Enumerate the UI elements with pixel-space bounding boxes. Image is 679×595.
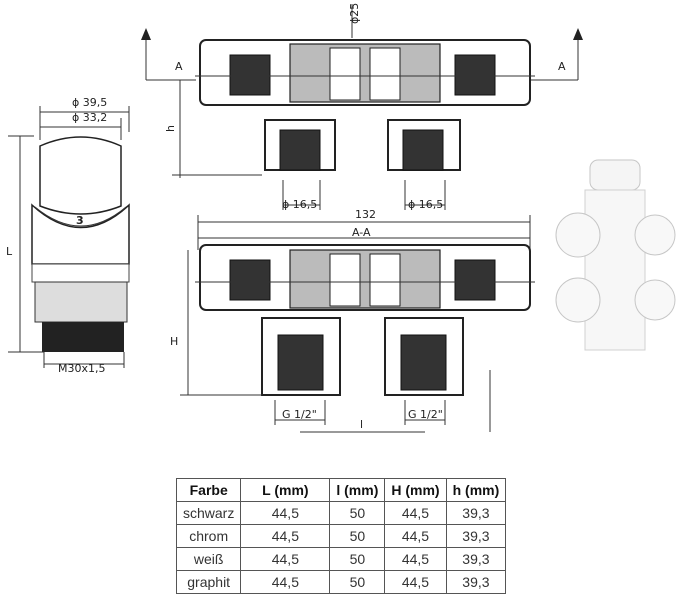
- head-length-label: L: [6, 245, 13, 258]
- thermostat-head: [8, 106, 130, 368]
- cell: 39,3: [445, 501, 507, 525]
- cell: schwarz: [175, 501, 242, 525]
- bottom-port-left-label: G 1/2": [282, 408, 317, 421]
- port-spacing-label: l: [360, 418, 363, 431]
- cell: 44,5: [240, 570, 331, 594]
- head-thread-label: M30x1,5: [58, 362, 106, 375]
- head-mark-label: 3: [76, 214, 84, 227]
- manifold-3d-render: [555, 159, 676, 351]
- col-header: Farbe: [175, 478, 242, 502]
- section-left-label: A: [175, 60, 183, 73]
- top-port-left-label: ϕ 16,5: [282, 198, 317, 211]
- cell: 50: [329, 501, 386, 525]
- cell: 50: [329, 570, 386, 594]
- col-header: l (mm): [329, 478, 386, 502]
- cell: 39,3: [445, 524, 507, 548]
- cell: 39,3: [445, 570, 507, 594]
- manifold-section-aa: [180, 215, 535, 433]
- cell: 50: [329, 524, 386, 548]
- cell: 44,5: [240, 547, 331, 571]
- top-port-right-label: ϕ 16,5: [408, 198, 443, 211]
- bottom-port-right-label: G 1/2": [408, 408, 443, 421]
- cell: 39,3: [445, 547, 507, 571]
- bottom-height-label: H: [170, 335, 178, 348]
- cell: 44,5: [384, 570, 447, 594]
- cell: 44,5: [384, 501, 447, 525]
- top-pipe-dia-label: ϕ25: [348, 3, 361, 24]
- cell: 50: [329, 547, 386, 571]
- section-right-label: A: [558, 60, 566, 73]
- head-dia-inner-label: ϕ 33,2: [72, 111, 107, 124]
- overall-width-label: 132: [355, 208, 376, 221]
- section-aa-label: A-A: [352, 226, 371, 239]
- cell: 44,5: [240, 501, 331, 525]
- table-header-row: Farbe L (mm) l (mm) H (mm) h (mm): [175, 478, 507, 502]
- manifold-top-view: [141, 4, 583, 210]
- cell: weiß: [175, 547, 242, 571]
- cell: 44,5: [384, 547, 447, 571]
- col-header: L (mm): [240, 478, 331, 502]
- cell: graphit: [175, 570, 242, 594]
- cell: 44,5: [240, 524, 331, 548]
- cell: 44,5: [384, 524, 447, 548]
- col-header: H (mm): [384, 478, 447, 502]
- dimensions-table: Farbe L (mm) l (mm) H (mm) h (mm) schwar…: [175, 478, 507, 594]
- col-header: h (mm): [445, 478, 507, 502]
- cell: chrom: [175, 524, 242, 548]
- top-height-label: h: [164, 125, 177, 132]
- head-dia-outer-label: ϕ 39,5: [72, 96, 107, 109]
